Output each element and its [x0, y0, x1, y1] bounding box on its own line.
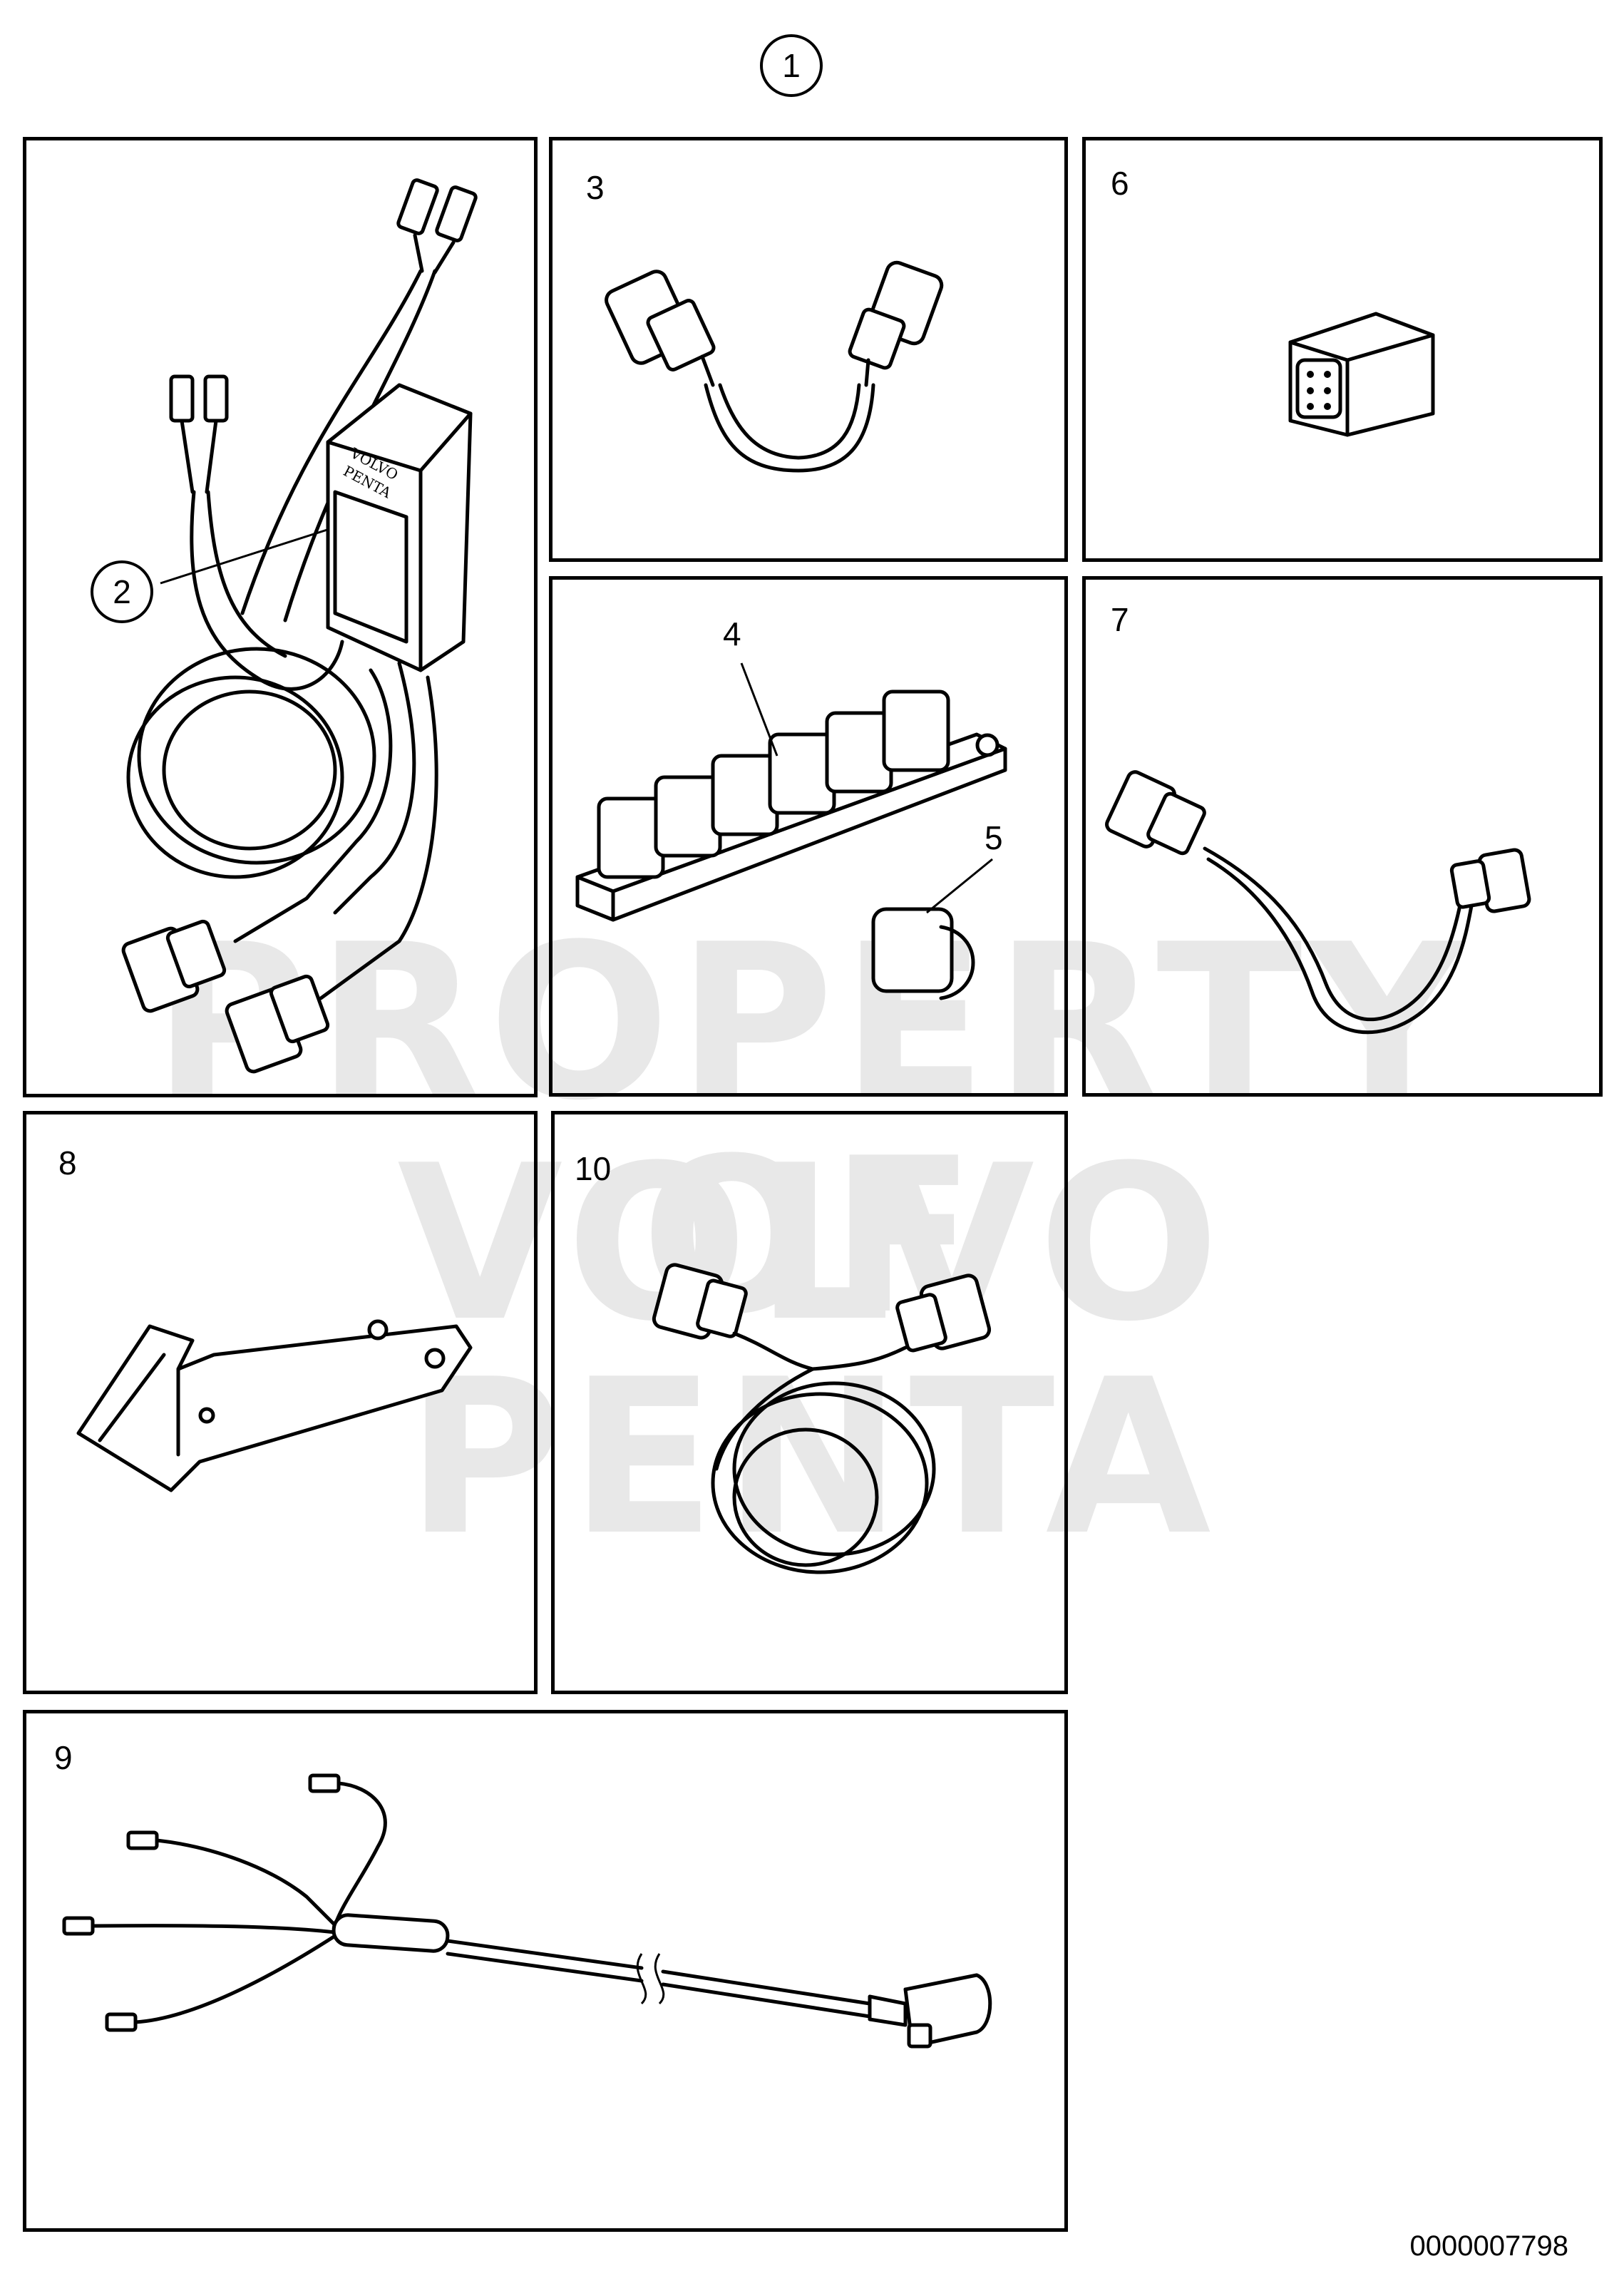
label-6: 6: [1111, 165, 1129, 202]
document-number: 0000007798: [1409, 2230, 1568, 2262]
connector-block-drawing: [575, 662, 1007, 1000]
label-5: 5: [985, 819, 1003, 856]
label-3: 3: [586, 169, 605, 206]
label-10: 10: [575, 1150, 612, 1187]
coiled-cable-drawing: [652, 1263, 992, 1574]
panel-item-3: [549, 137, 1068, 562]
panel-item-4-5: [549, 576, 1068, 1097]
label-8: 8: [58, 1144, 77, 1181]
control-box-harness-drawing: VOLVO PENTA: [121, 178, 478, 1074]
label-9: 9: [54, 1739, 73, 1776]
extension-cable-drawing: [1105, 770, 1531, 1035]
adapter-cable-drawing: [605, 260, 944, 473]
panel-item-9: [23, 1710, 1068, 2232]
panel-item-7: [1082, 576, 1603, 1097]
panel-item-10: [551, 1111, 1068, 1694]
callout-2: 2: [91, 560, 153, 623]
branched-harness-drawing: [62, 1773, 992, 2049]
panel-item-1: [23, 137, 538, 1097]
plug-drawing: [1288, 312, 1435, 437]
label-4: 4: [723, 615, 741, 652]
panel-item-6: [1082, 137, 1603, 562]
bracket-drawing: [76, 1319, 473, 1492]
label-7: 7: [1111, 601, 1129, 638]
main-callout: 1: [760, 34, 823, 97]
panel-item-8: [23, 1111, 538, 1694]
